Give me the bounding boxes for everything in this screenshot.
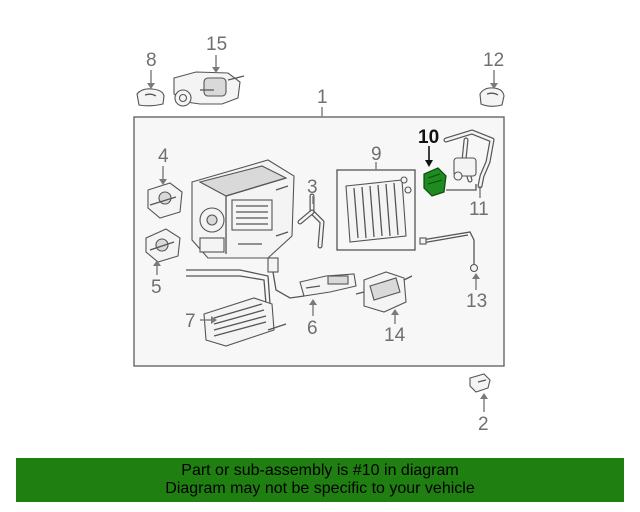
callout-15: 15 xyxy=(206,34,227,55)
callout-9: 9 xyxy=(371,144,382,165)
part-13-sensor[interactable] xyxy=(419,231,479,273)
part-6-harness[interactable] xyxy=(267,257,357,299)
banner-line-1: Part or sub-assembly is #10 in diagram xyxy=(181,462,459,479)
callout-2: 2 xyxy=(478,414,489,435)
part-8-pad[interactable] xyxy=(136,88,165,107)
part-11-pipe-assembly[interactable] xyxy=(443,129,495,191)
part-2-bolt[interactable] xyxy=(469,373,491,393)
part-7-duct[interactable] xyxy=(186,269,287,347)
callout-3: 3 xyxy=(307,177,318,198)
callout-14: 14 xyxy=(384,325,406,346)
info-banner: Part or sub-assembly is #10 in diagram D… xyxy=(16,458,624,502)
callout-5: 5 xyxy=(151,277,162,298)
part-15-actuator[interactable] xyxy=(173,71,245,107)
callout-13: 13 xyxy=(466,291,487,312)
callout-8: 8 xyxy=(146,50,157,71)
callout-4: 4 xyxy=(158,146,169,167)
callout-10: 10 xyxy=(418,127,439,148)
callout-7: 7 xyxy=(185,311,196,332)
callout-6: 6 xyxy=(307,318,318,339)
callout-1: 1 xyxy=(317,87,328,108)
part-9-evaporator-box[interactable] xyxy=(336,169,416,251)
part-4-servo[interactable] xyxy=(147,182,183,219)
part-12-pad[interactable] xyxy=(479,87,505,107)
part-5-servo[interactable] xyxy=(145,228,181,263)
part-10-expansion-valve[interactable] xyxy=(423,167,447,197)
callout-12: 12 xyxy=(483,50,504,71)
part-14-module[interactable] xyxy=(355,271,413,313)
banner-line-2: Diagram may not be specific to your vehi… xyxy=(165,480,475,497)
heater-housing[interactable] xyxy=(191,159,295,259)
callout-11: 11 xyxy=(469,199,489,220)
part-3-hose[interactable] xyxy=(297,193,325,249)
